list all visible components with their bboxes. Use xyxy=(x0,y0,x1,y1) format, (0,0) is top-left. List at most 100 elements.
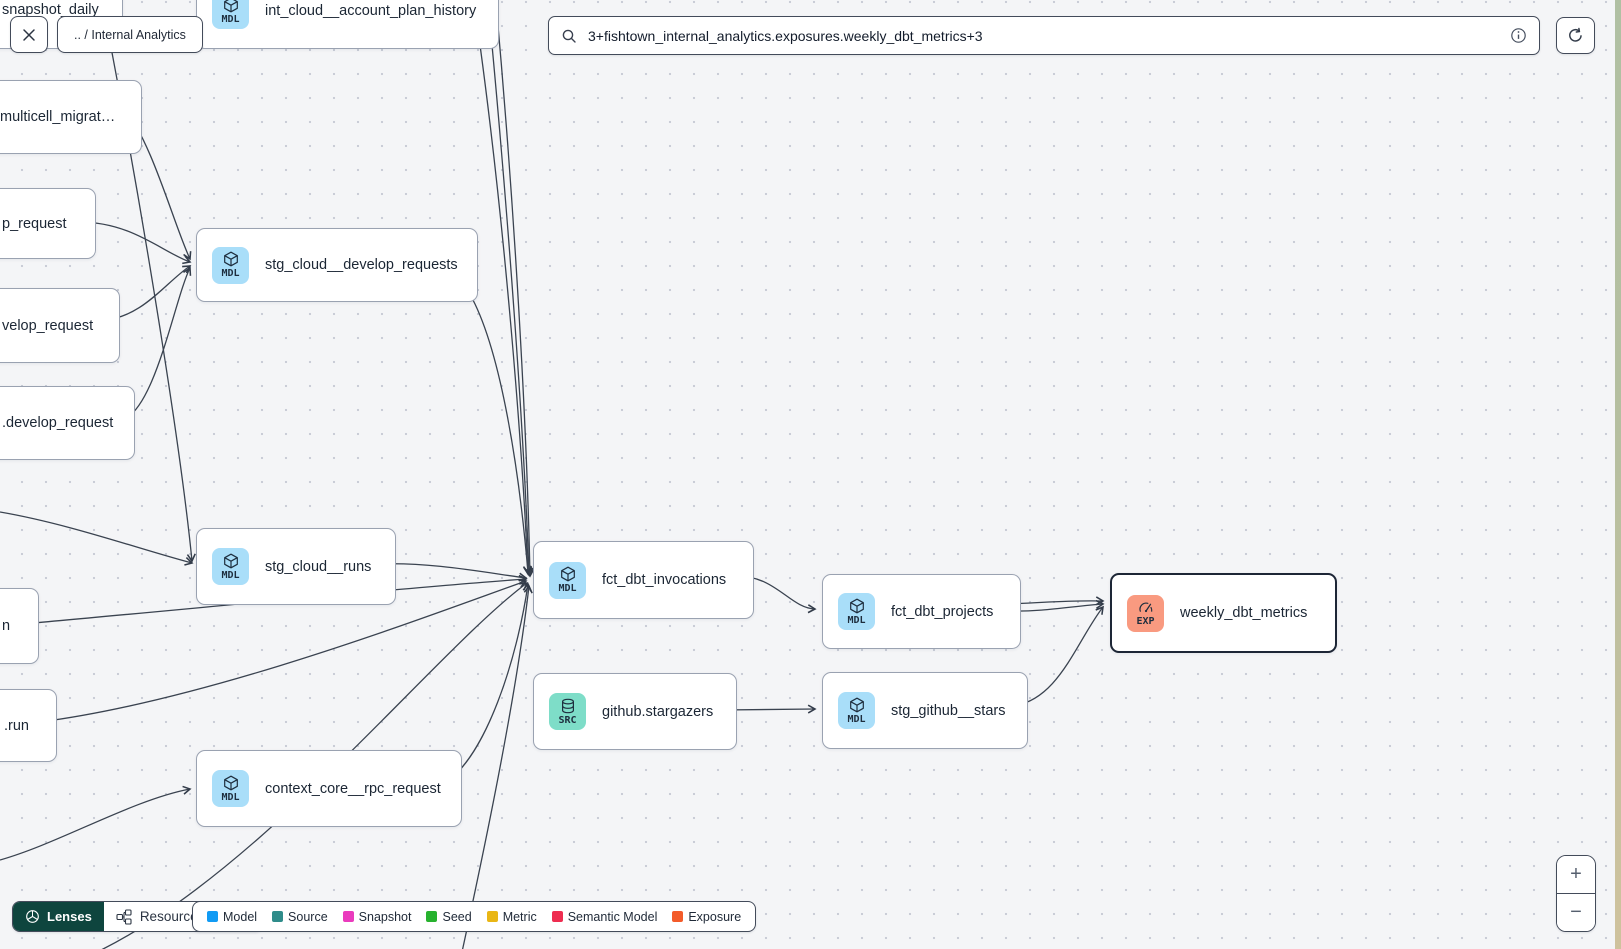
graph-node-context-core-rpc-request[interactable]: MDL context_core__rpc_request xyxy=(196,750,462,827)
cube-icon xyxy=(223,251,239,267)
node-type-abbr: MDL xyxy=(221,13,240,25)
edge xyxy=(479,44,533,576)
node-type-abbr: EXP xyxy=(1136,616,1155,627)
edge xyxy=(487,0,534,577)
model-badge: MDL xyxy=(212,770,249,807)
legend-label: Semantic Model xyxy=(567,909,658,924)
zoom-controls: + − xyxy=(1556,855,1596,932)
graph-node-stg-github-stars[interactable]: MDL stg_github__stars xyxy=(822,672,1028,749)
legend-label: Model xyxy=(223,909,258,924)
node-label: int_cloud__account_plan_history xyxy=(265,2,477,19)
node-type-abbr: MDL xyxy=(558,583,577,594)
graph-node-velop-request[interactable]: MDLvelop_request xyxy=(0,288,120,363)
node-type-abbr: MDL xyxy=(847,713,866,725)
node-label: stg_github__stars xyxy=(891,702,1006,719)
database-icon xyxy=(560,698,576,714)
node-label: velop_request xyxy=(2,317,94,334)
search-bar xyxy=(548,16,1540,55)
graph-node-fct-dbt-invocations[interactable]: MDL fct_dbt_invocations xyxy=(533,541,754,619)
legend-swatch xyxy=(426,911,438,922)
model-badge: MDL xyxy=(549,561,586,599)
graph-node-n[interactable]: MDLn xyxy=(0,588,39,664)
node-label: multicell_migrat… xyxy=(0,109,116,125)
node-label: context_core__rpc_request xyxy=(265,780,441,797)
close-icon xyxy=(22,28,36,42)
cube-icon xyxy=(223,0,239,13)
legend-label: Metric xyxy=(502,909,537,924)
edge xyxy=(378,563,528,582)
breadcrumb-label: .. / Internal Analytics xyxy=(74,27,186,42)
node-label: fct_dbt_invocations xyxy=(602,572,727,588)
legend-item-model: Model xyxy=(207,910,257,924)
graph-node--develop-request[interactable]: MDL.develop_request xyxy=(0,386,135,460)
zoom-out-button[interactable]: − xyxy=(1557,894,1595,931)
lenses-label: Lenses xyxy=(47,909,92,924)
legend-label: Exposure xyxy=(688,909,742,924)
legend-item-snapshot: Snapshot xyxy=(342,909,412,924)
node-label: snapshot_daily xyxy=(2,1,99,18)
node-label: .develop_request xyxy=(2,415,114,431)
cube-icon xyxy=(223,775,239,791)
zoom-in-button[interactable]: + xyxy=(1557,856,1595,894)
edge xyxy=(461,281,533,575)
model-badge: MDL xyxy=(838,692,875,729)
model-badge: MDL xyxy=(838,593,875,630)
legend-item-semantic-model: Semantic Model xyxy=(551,909,658,924)
source-badge: SRC xyxy=(549,693,586,730)
node-label: stg_cloud__runs xyxy=(265,558,372,575)
info-icon[interactable] xyxy=(1510,27,1527,44)
node-label: weekly_dbt_metrics xyxy=(1180,605,1308,621)
node-type-abbr: MDL xyxy=(221,268,240,279)
node-label: n xyxy=(2,618,11,634)
cube-icon xyxy=(223,553,239,569)
graph-node--run[interactable]: MDL.run xyxy=(0,689,57,762)
legend-swatch xyxy=(342,911,354,922)
graph-node-multicell-migrat-[interactable]: MDLmulticell_migrat… xyxy=(0,80,142,154)
exposure-badge: EXP xyxy=(1127,594,1164,632)
graph-node-int-cloud-account-plan-history[interactable]: MDL int_cloud__account_plan_history xyxy=(196,0,499,49)
minus-icon: − xyxy=(1570,901,1582,923)
graph-node-p-request[interactable]: MDLp_request xyxy=(0,188,96,259)
node-type-abbr: MDL xyxy=(221,791,240,803)
breadcrumb[interactable]: .. / Internal Analytics xyxy=(57,16,203,53)
legend-item-source: Source xyxy=(272,910,328,924)
legend-label: Source xyxy=(288,909,328,924)
legend-label: Snapshot xyxy=(358,909,412,924)
edge xyxy=(0,511,194,566)
close-button[interactable] xyxy=(10,16,48,53)
refresh-icon xyxy=(1567,27,1584,44)
model-badge: MDL xyxy=(212,246,249,284)
legend-item-seed: Seed xyxy=(426,909,472,924)
legend-swatch xyxy=(207,911,218,922)
node-label: fct_dbt_projects xyxy=(891,603,994,620)
node-label: p_request xyxy=(2,215,67,232)
search-icon xyxy=(561,28,577,44)
node-type-abbr: MDL xyxy=(847,614,866,626)
graph-node-weekly-dbt-metrics[interactable]: EXP weekly_dbt_metrics xyxy=(1110,573,1337,653)
node-label: .run xyxy=(4,717,29,734)
cube-icon xyxy=(849,697,865,713)
gauge-icon xyxy=(1138,599,1154,615)
legend-swatch xyxy=(551,911,563,922)
lenses-icon xyxy=(25,909,40,924)
edge xyxy=(495,0,535,578)
refresh-button[interactable] xyxy=(1556,17,1595,54)
resource-type-legend: Model Source Snapshot Seed Metric Semantic Mo… xyxy=(192,901,757,932)
lenses-button[interactable]: Lenses xyxy=(13,902,104,931)
graph-node-github-stargazers[interactable]: SRC github.stargazers xyxy=(533,673,737,750)
cube-icon xyxy=(560,566,576,582)
resource-type-icon xyxy=(116,908,132,925)
desktop-edge xyxy=(1615,0,1621,949)
legend-swatch xyxy=(486,911,498,922)
search-input[interactable] xyxy=(586,26,1510,45)
legend-item-metric: Metric xyxy=(486,909,537,924)
node-label: github.stargazers xyxy=(602,703,714,720)
graph-node-fct-dbt-projects[interactable]: MDL fct_dbt_projects xyxy=(822,574,1021,649)
legend-swatch xyxy=(272,911,284,922)
legend-label: Seed xyxy=(442,909,472,924)
plus-icon: + xyxy=(1570,863,1582,885)
edge xyxy=(0,785,192,861)
